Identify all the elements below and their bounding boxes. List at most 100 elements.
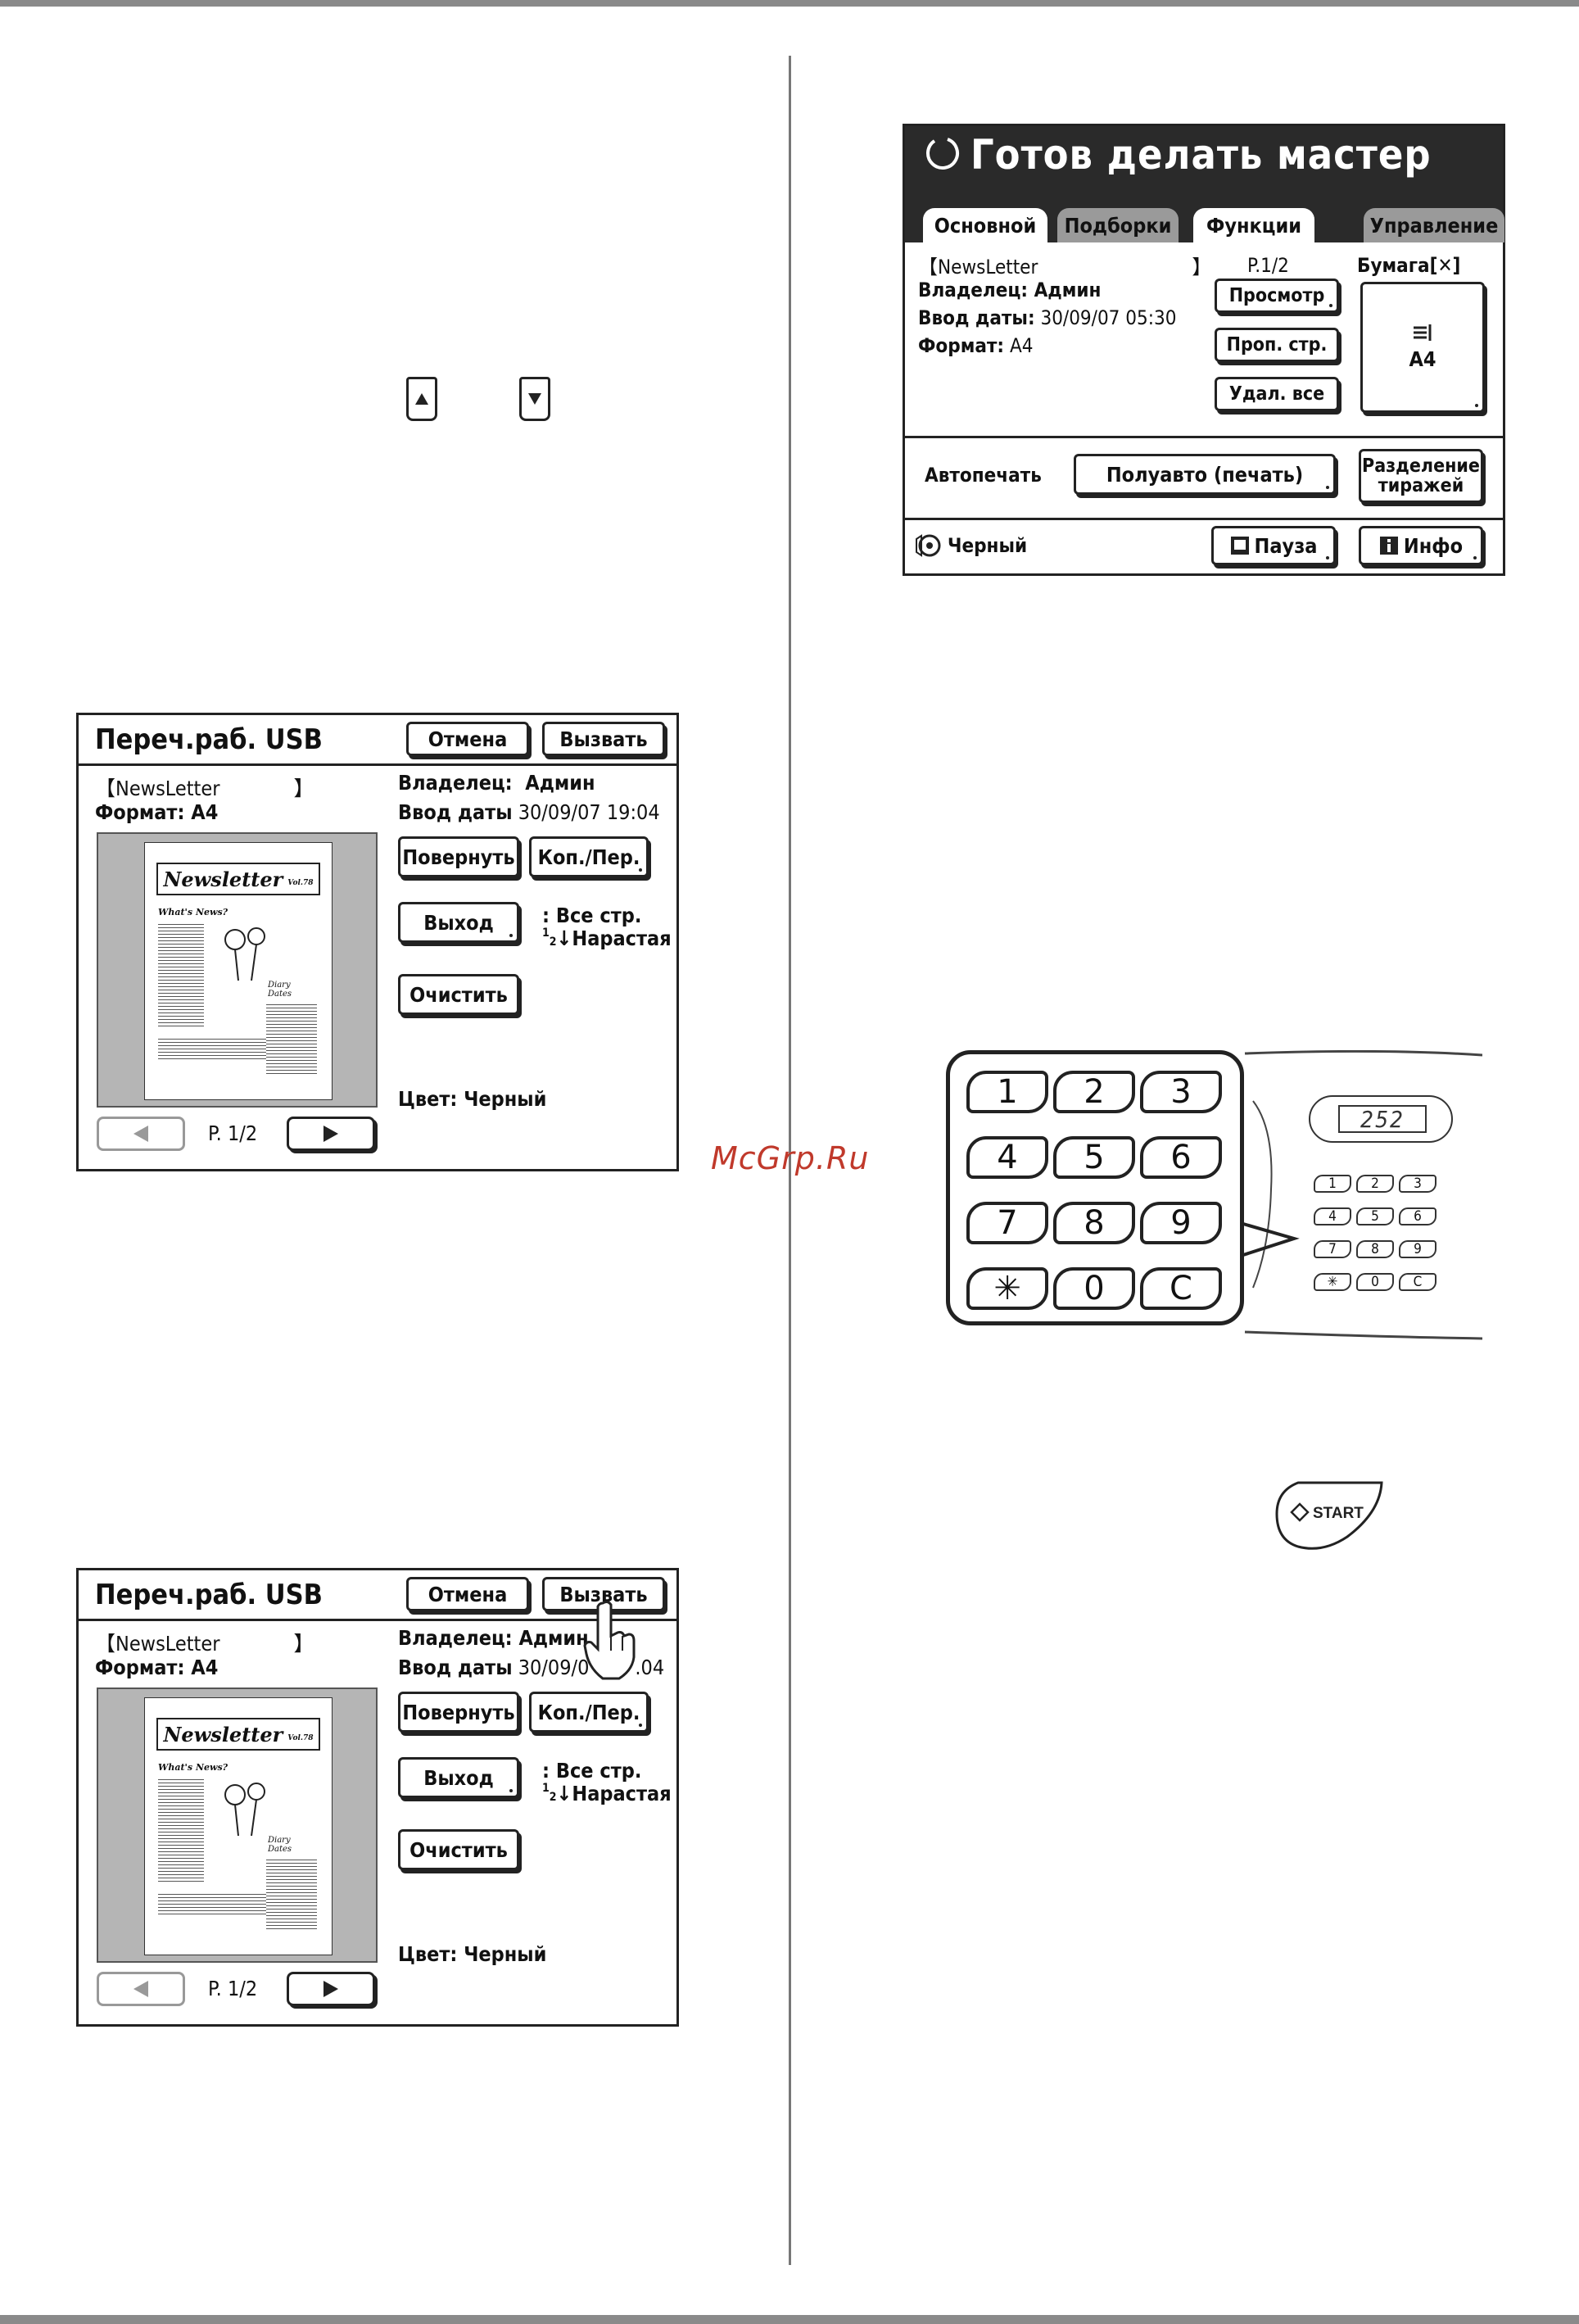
delete-all-button[interactable]: Удал. все <box>1215 377 1339 411</box>
tab-basic[interactable]: Основной <box>923 208 1047 242</box>
triangle-left-icon <box>133 1981 148 1997</box>
watermark: McGrp.Ru <box>711 1140 870 1176</box>
small-key-3: 3 <box>1399 1175 1436 1193</box>
pages-setting: : Все стр. <box>542 904 642 927</box>
processing-icon <box>926 138 959 170</box>
small-key-c: C <box>1399 1273 1436 1291</box>
format-info: Формат: A4 <box>95 1656 219 1679</box>
key-5[interactable]: 5 <box>1053 1136 1135 1179</box>
copies-sets-button[interactable]: Коп./Пер. <box>529 836 649 877</box>
cancel-button[interactable]: Отмена <box>406 1577 529 1611</box>
key-2[interactable]: 2 <box>1053 1071 1135 1113</box>
status-header: Готов делать мастер Основной Подборки Фу… <box>905 126 1504 242</box>
newsletter-subhead: What's News? <box>158 907 228 917</box>
rotate-button[interactable]: Повернуть <box>398 1692 519 1733</box>
bottom-rule <box>0 2315 1579 2324</box>
owner-info: Владелец: Админ <box>918 279 1102 301</box>
pages-setting: : Все стр. <box>542 1759 642 1783</box>
master-ready-screen: Готов делать мастер Основной Подборки Фу… <box>903 124 1505 576</box>
usb-panel-header <box>79 1570 676 1621</box>
rotate-button[interactable]: Повернуть <box>398 836 519 877</box>
clear-button[interactable]: Очистить <box>398 974 519 1015</box>
column-divider <box>789 56 791 2265</box>
paper-label: Бумага[✕] <box>1357 254 1461 277</box>
color-info: Цвет: Черный <box>398 1087 547 1111</box>
counter-display: 252 <box>1309 1095 1453 1143</box>
recall-button[interactable]: Вызвать <box>542 722 665 756</box>
cancel-button[interactable]: Отмена <box>406 722 529 756</box>
page-indicator: P. 1/2 <box>208 1121 258 1145</box>
preview-button[interactable]: Просмотр <box>1215 279 1339 313</box>
order-setting: 12↓Нарастая <box>542 1782 672 1805</box>
page-navigator: P. 1/2 <box>97 1117 378 1153</box>
top-rule <box>0 0 1579 7</box>
order-setting: 12↓Нарастая <box>542 926 672 950</box>
triangle-up-icon <box>406 377 437 421</box>
small-key-7: 7 <box>1314 1240 1351 1258</box>
start-button[interactable]: START <box>1274 1479 1384 1552</box>
prev-page-button[interactable] <box>97 1972 185 2006</box>
triangle-left-icon <box>133 1126 148 1142</box>
key-4[interactable]: 4 <box>966 1136 1048 1179</box>
diary-dates: Diary Dates <box>268 981 292 999</box>
triangle-right-icon <box>323 1126 338 1142</box>
numeric-keypad-zoom: 1 2 3 4 5 6 7 8 9 ✳ 0 C <box>946 1050 1244 1325</box>
tab-functions[interactable]: Функции <box>1193 208 1314 242</box>
tab-admin[interactable]: Управление <box>1364 208 1504 242</box>
job-name: 【NewsLetter】 <box>95 1632 314 1656</box>
small-key-4: 4 <box>1314 1207 1351 1225</box>
page-indicator: P. 1/2 <box>208 1977 258 2000</box>
pause-icon <box>1230 537 1249 555</box>
key-star[interactable]: ✳ <box>966 1267 1048 1310</box>
small-key-9: 9 <box>1399 1240 1436 1258</box>
start-diamond-icon <box>1290 1502 1310 1522</box>
key-9[interactable]: 9 <box>1140 1202 1222 1244</box>
color-info: Цвет: Черный <box>398 1942 547 1966</box>
skip-page-button[interactable]: Проп. стр. <box>1215 328 1339 362</box>
tab-selections[interactable]: Подборки <box>1057 208 1179 242</box>
sunflower-icon <box>224 927 265 981</box>
small-key-6: 6 <box>1399 1207 1436 1225</box>
clear-button[interactable]: Очистить <box>398 1829 519 1870</box>
owner-info: Владелец: Админ <box>398 771 595 795</box>
paper-size-button[interactable]: A4 <box>1360 282 1485 413</box>
usb-job-panel-2: Переч.раб. USB Отмена Вызвать 【NewsLette… <box>76 1568 679 2027</box>
autoprint-mode-button[interactable]: Полуавто (печать) <box>1074 454 1336 495</box>
exit-button[interactable]: Выход <box>398 1757 519 1798</box>
key-0[interactable]: 0 <box>1053 1267 1135 1310</box>
prev-page-button[interactable] <box>97 1117 185 1151</box>
key-clear[interactable]: C <box>1140 1267 1222 1310</box>
pause-button[interactable]: Пауза <box>1211 526 1336 565</box>
sunflower-icon <box>224 1783 265 1837</box>
small-key-0: 0 <box>1356 1273 1394 1291</box>
usb-panel-title: Переч.раб. USB <box>95 1579 323 1611</box>
triangle-down-icon <box>519 377 550 421</box>
owner-info: Владелец: Админ <box>398 1626 589 1650</box>
key-7[interactable]: 7 <box>966 1202 1048 1244</box>
page-indicator: P.1/2 <box>1247 254 1289 277</box>
date-info: Ввод даты: 30/09/07 05:30 <box>918 306 1177 329</box>
page-navigator: P. 1/2 <box>97 1972 378 2008</box>
next-page-button[interactable] <box>287 1117 375 1151</box>
key-3[interactable]: 3 <box>1140 1071 1222 1113</box>
ink-drum-icon <box>916 534 941 557</box>
key-1[interactable]: 1 <box>966 1071 1048 1113</box>
copies-sets-button[interactable]: Коп./Пер. <box>529 1692 649 1733</box>
job-name: 【NewsLetter】 <box>918 256 1212 279</box>
ink-color: Черный <box>948 534 1028 557</box>
next-page-button[interactable] <box>287 1972 375 2006</box>
info-button[interactable]: Инфо <box>1359 526 1483 565</box>
key-6[interactable]: 6 <box>1140 1136 1222 1179</box>
newsletter-subhead: What's News? <box>158 1762 228 1773</box>
usb-panel-title: Переч.раб. USB <box>95 723 323 756</box>
exit-button[interactable]: Выход <box>398 902 519 943</box>
key-8[interactable]: 8 <box>1053 1202 1135 1244</box>
small-key-2: 2 <box>1356 1175 1394 1193</box>
job-name: 【NewsLetter】 <box>95 777 314 800</box>
